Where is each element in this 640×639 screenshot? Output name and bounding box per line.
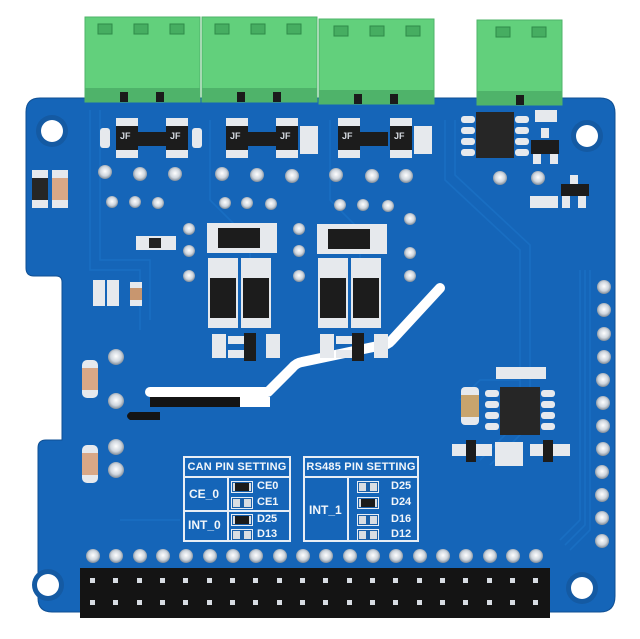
edge-pins <box>595 280 611 548</box>
rs485-int1-group-label: INT_1 <box>309 503 342 517</box>
jumper-ce0 <box>231 481 253 493</box>
terminal-blocks <box>84 16 563 106</box>
isolation-slot <box>145 283 445 397</box>
jumper-d12 <box>357 529 379 541</box>
transistor-marking: JF <box>230 131 241 141</box>
smd-right-mid <box>452 367 570 466</box>
transistor-marking: JF <box>394 131 405 141</box>
can-ce0-group-label: CE_0 <box>189 487 220 501</box>
jumper-d16 <box>357 514 379 526</box>
vias <box>98 165 545 478</box>
jumper-d24 <box>357 497 379 509</box>
smd-left <box>32 170 176 483</box>
can-pin-setting-title: CAN PIN SETTING <box>185 458 289 478</box>
pin-ce1-label: CE1 <box>257 496 279 508</box>
pin-d25-rs485-label: D25 <box>391 480 412 492</box>
smd-right-top <box>461 110 589 208</box>
jumper-d13 <box>231 529 253 541</box>
can-int0-group-label: INT_0 <box>188 518 221 532</box>
jumper-ce1 <box>231 497 253 509</box>
jumper-d25-can <box>231 514 253 526</box>
transistor-marking: JF <box>280 131 291 141</box>
gpio-header <box>80 549 550 618</box>
rs485-pin-setting-title: RS485 PIN SETTING <box>305 458 417 478</box>
pin-d13-label: D13 <box>257 528 278 540</box>
transistor-marking: JF <box>120 131 131 141</box>
mounting-holes <box>32 115 603 604</box>
can-pin-setting-table: CAN PIN SETTING CE_0 INT_0 CE0 CE1 D25 D… <box>183 456 291 542</box>
smd-top-row <box>100 118 432 158</box>
pin-d16-label: D16 <box>391 513 412 525</box>
rs485-pin-setting-table: RS485 PIN SETTING INT_1 D25 D24 D16 D12 <box>303 456 419 542</box>
transistor-marking: JF <box>342 131 353 141</box>
pin-d25-can-label: D25 <box>257 513 278 525</box>
jumper-d25-rs485 <box>357 481 379 493</box>
pin-d12-label: D12 <box>391 528 412 540</box>
pin-ce0-label: CE0 <box>257 480 279 492</box>
smd-center <box>207 223 388 361</box>
pin-d24-label: D24 <box>391 496 412 508</box>
transistor-marking: JF <box>170 131 181 141</box>
